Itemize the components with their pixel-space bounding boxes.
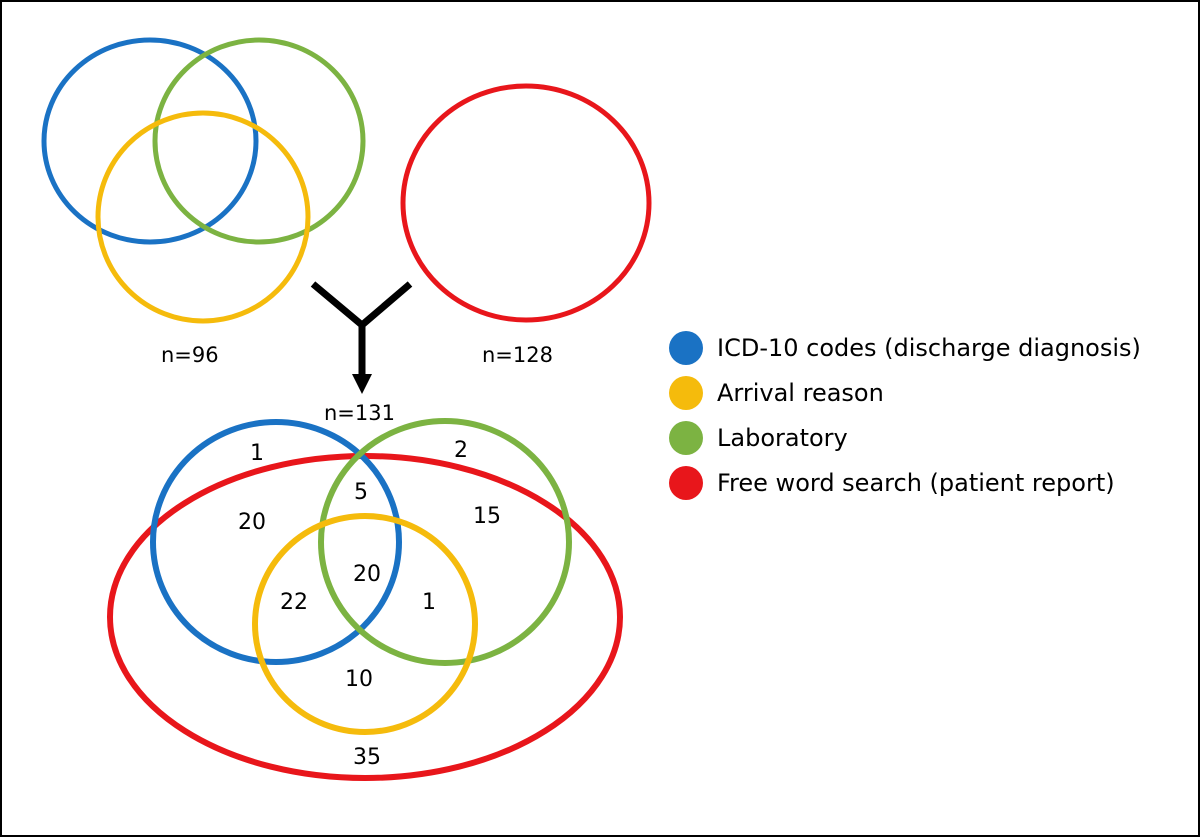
legend-item-arrival: Arrival reason [669, 370, 1194, 415]
region-icd-free-count: 20 [238, 510, 266, 535]
merge-arrow-head [352, 374, 372, 394]
legend-item-laboratory: Laboratory [669, 415, 1194, 460]
top-arrival-circle [95, 110, 311, 324]
merged-four-set-venn: 1 2 20 5 15 20 22 1 10 35 [107, 418, 623, 781]
legend-label-free-word: Free word search (patient report) [717, 468, 1115, 497]
region-lab-free-count: 15 [473, 504, 501, 529]
legend-label-arrival: Arrival reason [717, 378, 884, 407]
green-circle-icon [669, 420, 703, 455]
combined-n-label: n=96 [161, 343, 219, 367]
legend-label-laboratory: Laboratory [717, 423, 848, 452]
blue-circle-icon [669, 330, 703, 365]
merged-icd10-circle [150, 419, 402, 665]
region-icd-lab-free-count: 5 [354, 480, 368, 505]
region-arrival-lab-free-count: 1 [422, 590, 436, 615]
top-laboratory-circle [152, 37, 366, 245]
region-arrival-free-count: 10 [345, 667, 373, 692]
legend-label-icd10: ICD-10 codes (discharge diagnosis) [717, 333, 1141, 362]
merge-arrow-y-shape [310, 281, 413, 330]
red-circle-icon [669, 465, 703, 500]
region-icd-arrival-lab-free-count: 20 [353, 562, 381, 587]
yellow-circle-icon [669, 375, 703, 410]
region-icd-arrival-free-count: 22 [280, 590, 308, 615]
legend: ICD-10 codes (discharge diagnosis) Arriv… [669, 325, 1194, 505]
legend-item-free-word: Free word search (patient report) [669, 460, 1194, 505]
free-word-n-label: n=128 [482, 343, 553, 367]
top-free-word-ellipse [400, 83, 652, 323]
top-three-set-venn [41, 37, 366, 324]
region-lab-only-outside-count: 2 [454, 438, 468, 463]
merged-laboratory-circle [318, 418, 572, 666]
merge-arrow [310, 281, 413, 394]
region-icd-only-outside-count: 1 [250, 441, 264, 466]
legend-item-icd10: ICD-10 codes (discharge diagnosis) [669, 325, 1194, 370]
merged-arrival-circle [252, 513, 478, 735]
merged-n-label: n=131 [324, 401, 395, 425]
region-free-only-count: 35 [353, 745, 381, 770]
top-icd10-circle [41, 37, 259, 245]
